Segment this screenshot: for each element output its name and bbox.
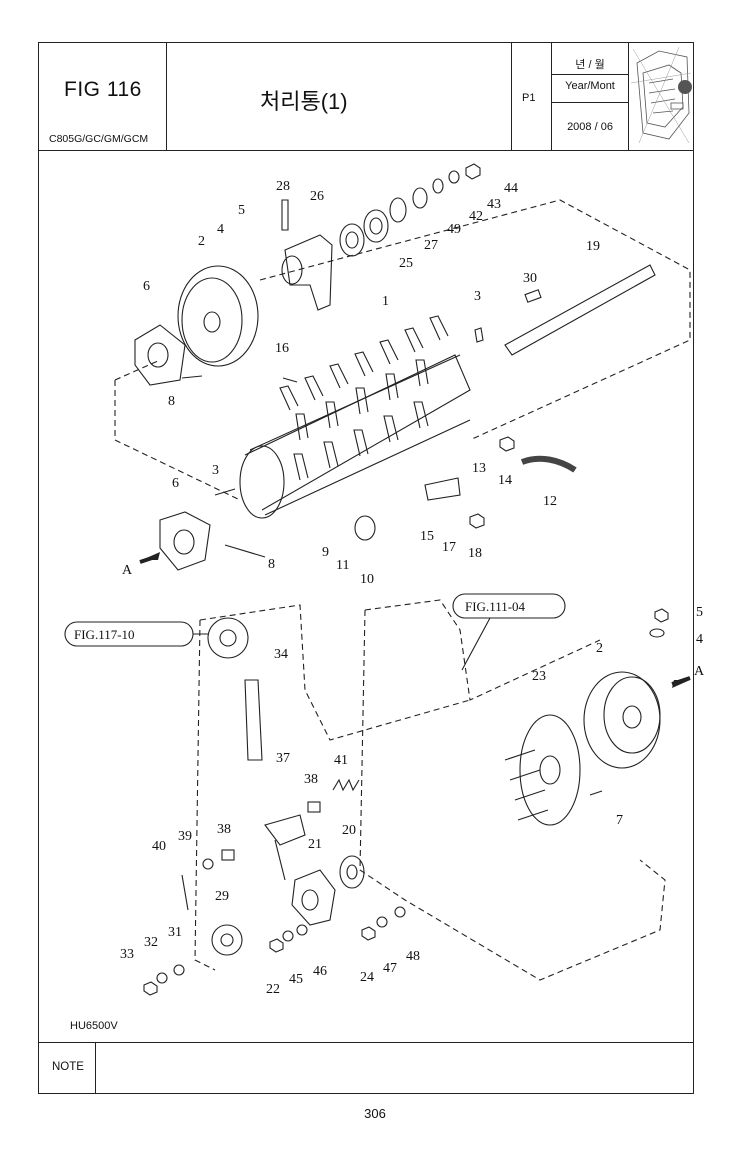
callout-3b: 3 [212,463,219,478]
note-label: NOTE [52,1061,84,1073]
model-list: C805G/GC/GM/GCM [49,133,149,145]
header-bottom-rule [38,150,694,151]
lower-callouts: 2 4 5 7 20 21 22 23 24 29 31 32 33 34 37… [120,605,703,997]
callout-43: 43 [487,197,501,212]
callout-19: 19 [586,239,600,254]
callout-3a: 3 [474,289,481,304]
yearmonth-rule-2 [551,102,628,103]
callout-lower-2: 2 [596,641,603,656]
callout-12: 12 [543,494,557,509]
callout-18: 18 [468,546,482,561]
callout-40: 40 [152,839,166,854]
callout-39: 39 [178,829,192,844]
yearmonth-rule-1 [551,74,628,75]
callout-6a: 6 [143,279,150,294]
callout-21: 21 [308,837,322,852]
header-divider-2 [511,42,512,150]
callout-33: 33 [120,947,134,962]
callout-6b: 6 [172,476,179,491]
callout-34: 34 [274,647,288,662]
callout-lower-4: 4 [696,632,703,647]
machine-thumbnail [630,46,692,144]
callout-13: 13 [472,461,486,476]
callout-14: 14 [498,473,512,488]
callout-26: 26 [310,189,324,204]
callout-25: 25 [399,256,413,271]
callout-20: 20 [342,823,356,838]
page-title: 처리통(1) [260,89,348,114]
callout-1: 1 [382,294,389,309]
callout-48: 48 [406,949,420,964]
callout-49: 49 [447,222,461,237]
callout-38b: 38 [217,822,231,837]
callout-5: 5 [238,203,245,218]
figure-ref-117: FIG.117-10 [74,627,135,642]
direction-marker-a-lower: A [694,664,705,679]
callout-23: 23 [532,669,546,684]
callout-44: 44 [504,181,518,196]
callout-17: 17 [442,540,456,555]
callout-29: 29 [215,889,229,904]
callout-47: 47 [383,961,397,976]
callout-42: 42 [469,209,483,224]
callout-45: 45 [289,972,303,987]
callout-37: 37 [276,751,290,766]
drawing-code: HU6500V [70,1020,118,1032]
note-divider [95,1042,96,1094]
upper-callouts: 1 2 3 3 4 5 6 6 8 8 9 10 11 12 13 14 15 … [143,179,600,587]
callout-10: 10 [360,572,374,587]
callout-11: 11 [336,558,349,573]
callout-27: 27 [424,238,438,253]
callout-41: 41 [334,753,348,768]
header-divider-1 [166,42,167,150]
callout-22: 22 [266,982,280,997]
year-month-label-en: Year/Mont [565,80,615,92]
year-month-value: 2008 / 06 [567,121,613,133]
callout-8a: 8 [168,394,175,409]
callout-4: 4 [217,222,224,237]
page-frame [38,42,694,1094]
callout-lower-5: 5 [696,605,703,620]
callout-24: 24 [360,970,374,985]
callout-lower-7: 7 [616,813,623,828]
header-divider-3 [551,42,552,150]
page-number: 306 [364,1106,386,1121]
callout-8b: 8 [268,557,275,572]
callout-38a: 38 [304,772,318,787]
callout-31: 31 [168,925,182,940]
year-month-label-ko: 년 / 월 [575,59,605,71]
callout-2: 2 [198,234,205,249]
callout-30: 30 [523,271,537,286]
callout-9: 9 [322,545,329,560]
callout-16: 16 [275,341,289,356]
callout-32: 32 [144,935,158,950]
direction-marker-a-upper: A [122,563,133,578]
figure-ref-111: FIG.111-04 [465,599,526,614]
callout-46: 46 [313,964,327,979]
callout-15: 15 [420,529,434,544]
callout-28: 28 [276,179,290,194]
figure-label: FIG 116 [64,78,142,101]
header-divider-4 [628,42,629,150]
note-top-rule [38,1042,694,1043]
page-code: P1 [522,92,536,104]
